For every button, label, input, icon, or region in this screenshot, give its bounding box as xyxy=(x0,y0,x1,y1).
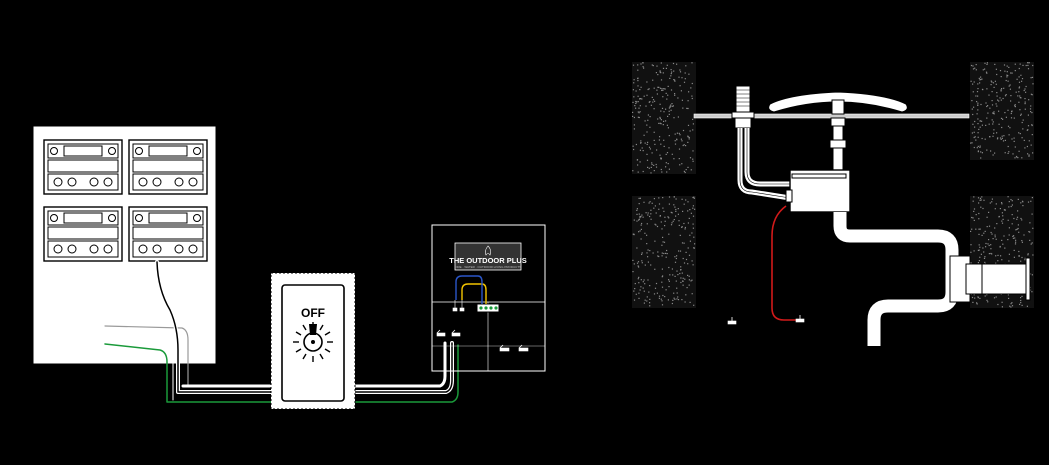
breaker-block-bottom-left xyxy=(43,206,123,262)
wire-red xyxy=(771,205,798,321)
rotary-switch: OFF xyxy=(270,272,356,410)
breaker-block-top-right xyxy=(128,139,208,195)
breaker-block-top-left xyxy=(43,139,123,195)
dial-knob xyxy=(293,322,333,362)
wire-bundle xyxy=(104,260,459,403)
breaker-panel xyxy=(32,125,217,365)
brand-label: THE OUTDOOR PLUS FIRE · WATER · OUTDOOR … xyxy=(449,242,527,271)
brand-name: THE OUTDOOR PLUS xyxy=(449,256,527,265)
terminal-strip xyxy=(476,303,500,313)
pilot-assembly xyxy=(731,85,791,201)
control-box: THE OUTDOOR PLUS FIRE · WATER · OUTDOOR … xyxy=(431,224,546,372)
wire-green xyxy=(104,343,459,403)
breaker-block-bottom-right xyxy=(128,206,208,262)
wire-black-hot xyxy=(156,261,453,393)
brand-tagline: FIRE · WATER · OUTDOOR LIVING PRODUCTS xyxy=(455,265,521,269)
flame-icon xyxy=(485,245,491,256)
stone-column-left xyxy=(632,62,696,308)
wire-white xyxy=(181,341,447,388)
wire-gray xyxy=(104,325,189,387)
wire-blue xyxy=(455,275,483,304)
wire-yellow xyxy=(461,283,487,304)
burner-assembly xyxy=(632,62,1034,346)
switch-state-label: OFF xyxy=(301,306,325,320)
